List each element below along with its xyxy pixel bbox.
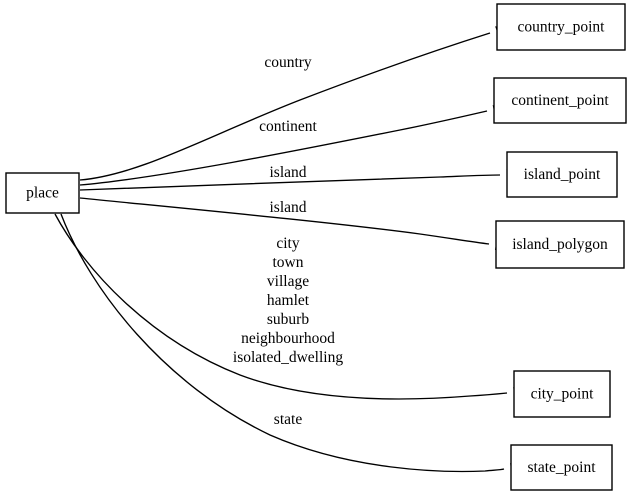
node-box [496, 3, 626, 51]
edge-label-line: village [267, 273, 309, 290]
edge-label-line: island [269, 199, 306, 216]
node-island_point[interactable]: island_point [506, 151, 618, 198]
edge-label-line: state [274, 411, 303, 428]
edge-line [79, 197, 490, 245]
edge-labels-layer: country continent island island city town vill… [233, 54, 343, 428]
edge-label-line: suburb [267, 311, 309, 328]
edge-line [79, 110, 488, 186]
node-label: island_point [524, 166, 601, 183]
edge-label: state [274, 411, 303, 428]
node-continent_point[interactable]: continent_point [493, 77, 627, 124]
node-island_polygon[interactable]: island_polygon [495, 220, 625, 269]
edge-line [54, 213, 508, 400]
node-place[interactable]: place [5, 172, 80, 214]
edge-line [79, 32, 491, 181]
node-box [506, 151, 618, 198]
node-box [495, 220, 625, 269]
nodes-layer: place country_point continent_point island_… [5, 3, 627, 491]
node-label: state_point [527, 459, 596, 476]
node-box [510, 444, 613, 491]
edge-label-line: neighbourhood [241, 330, 335, 347]
edge-label-line: isolated_dwelling [233, 349, 343, 366]
edge-label: continent [259, 118, 317, 135]
edge-line [79, 174, 501, 191]
node-box [513, 370, 611, 418]
edge-label: island [269, 199, 306, 216]
node-country_point[interactable]: country_point [496, 3, 626, 51]
edge-label: country [264, 54, 312, 71]
node-city_point[interactable]: city_point [513, 370, 611, 418]
node-label: island_polygon [512, 236, 608, 253]
node-label: continent_point [511, 92, 609, 109]
edge-line [60, 213, 505, 473]
edge-label-line: continent [259, 118, 317, 135]
node-label: place [26, 185, 59, 202]
edge-label-line: country [264, 54, 312, 71]
edge-label: city town village hamlet suburb neighbourhood… [233, 235, 343, 366]
node-state_point[interactable]: state_point [510, 444, 613, 491]
edge-place-country_point[interactable] [79, 23, 509, 181]
edge-label: island [269, 164, 306, 181]
node-label: country_point [518, 19, 606, 36]
edge-label-line: island [269, 164, 306, 181]
node-box [5, 172, 80, 214]
node-box [493, 77, 627, 124]
edge-label-line: city [276, 235, 299, 252]
edge-label-line: hamlet [267, 292, 310, 309]
node-label: city_point [531, 386, 595, 403]
edge-label-line: town [273, 254, 304, 271]
